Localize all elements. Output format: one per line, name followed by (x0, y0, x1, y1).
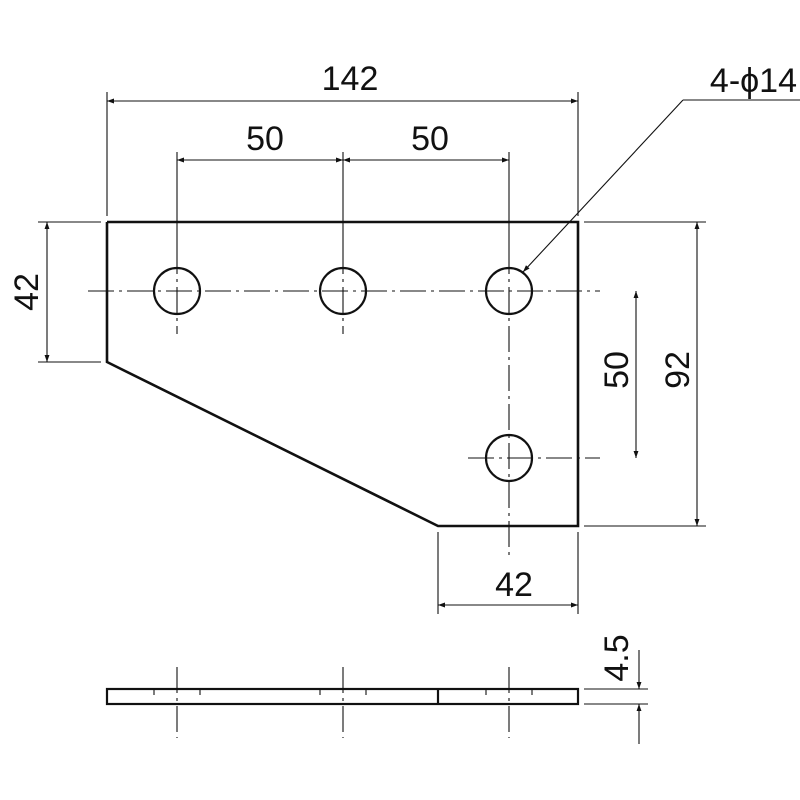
plate-outline (105, 220, 580, 528)
plate-side-view (105, 667, 580, 738)
center-lines (88, 248, 600, 560)
dim-hole-pitch-horizontal: 50 50 (176, 120, 510, 248)
callout-label: 4-ϕ14 (710, 62, 797, 100)
dim-hole-pitch-vertical: 50 (598, 291, 639, 458)
dim-left-edge-height: 42 (8, 221, 101, 363)
dim-bottom-edge-width: 42 (437, 532, 579, 614)
dim-total-width: 142 (106, 60, 579, 216)
callout-leader (522, 99, 684, 273)
dim-label-42-bottom: 42 (495, 566, 533, 604)
dim-label-42-left: 42 (8, 273, 46, 311)
dim-label-92: 92 (659, 351, 697, 389)
side-view-ticks (153, 689, 533, 695)
dim-label-50-vertical: 50 (598, 351, 636, 389)
dim-thickness: 4.5 (584, 634, 648, 744)
dim-label-50-left: 50 (246, 120, 284, 158)
dim-label-50-right: 50 (411, 120, 449, 158)
hole-callout: 4-ϕ14 (522, 62, 800, 273)
dim-total-height: 92 (584, 221, 706, 527)
dim-label-4-5: 4.5 (598, 634, 636, 681)
dim-label-142: 142 (322, 60, 379, 98)
